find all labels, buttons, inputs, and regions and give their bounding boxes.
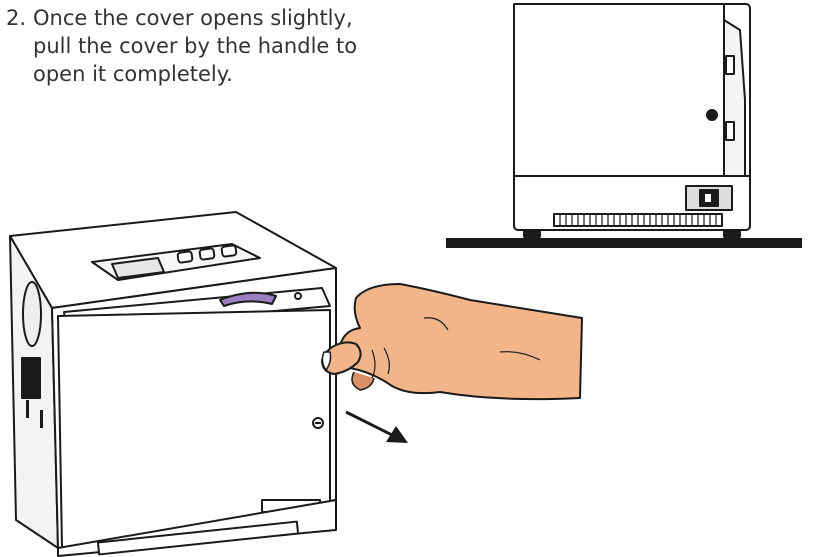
side-view-cover-edge [724, 20, 745, 176]
side-view-screw-icon [707, 110, 717, 120]
panel-button-3 [221, 245, 236, 257]
printer-side-view [514, 4, 750, 238]
side-view-panel [514, 4, 724, 176]
side-slot-1 [26, 400, 29, 418]
power-switch-toggle [705, 194, 711, 202]
shelf [446, 238, 802, 248]
reel-hub-icon [295, 293, 301, 299]
arrow-shaft [346, 412, 394, 436]
side-view-slot-2 [726, 122, 734, 140]
pull-direction-arrow [346, 412, 408, 443]
side-view-foot-left [524, 230, 540, 238]
side-handle [22, 358, 40, 398]
panel-button-1 [177, 251, 192, 263]
side-slot-2 [40, 410, 43, 428]
side-view-slot-1 [726, 56, 734, 74]
side-view-vent-slats [560, 215, 716, 225]
panel-button-2 [199, 248, 214, 260]
side-vent-icon [23, 282, 41, 346]
hand-illustration [322, 284, 582, 399]
hand [339, 284, 582, 399]
printer-main-view [10, 212, 336, 556]
side-view-foot-right [724, 230, 740, 238]
